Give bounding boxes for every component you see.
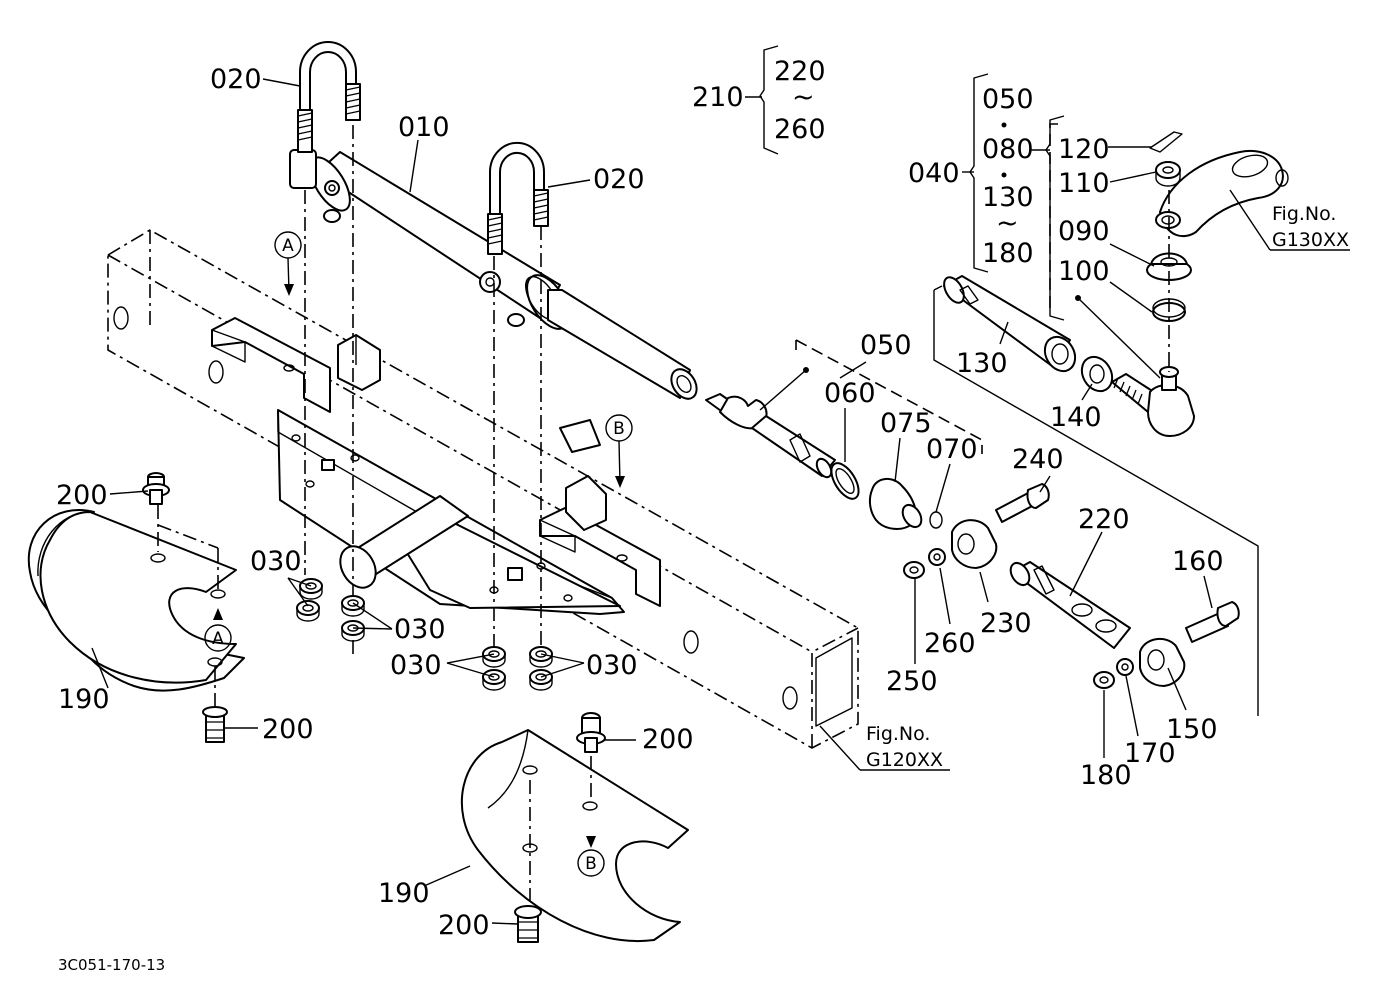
callout-200-b: 200 [262, 714, 314, 745]
callout-190-b: 190 [378, 878, 430, 909]
u-bolt-centerlines [304, 125, 542, 655]
group-040-b: 080 [982, 134, 1034, 165]
leader-lines [91, 78, 1350, 925]
callout-130: 130 [956, 348, 1008, 379]
callout-200-a: 200 [56, 480, 108, 511]
marker-a-top: A [274, 231, 302, 296]
svg-text:A: A [212, 629, 224, 649]
tie-rod-130 [943, 275, 1077, 373]
callout-030-a: 030 [250, 546, 302, 577]
callout-120: 120 [1058, 134, 1110, 165]
callout-240: 240 [1012, 444, 1064, 475]
callout-090: 090 [1058, 216, 1110, 247]
svg-text:A: A [282, 236, 294, 256]
steering-cylinder [289, 149, 698, 400]
nut-140 [1080, 355, 1114, 393]
fig-ref-g130xx: Fig.No. G130XX [1272, 203, 1349, 251]
marker-b-bottom: B [577, 836, 605, 877]
callout-160: 160 [1172, 546, 1224, 577]
marker-b-top: B [605, 414, 633, 488]
tie-rod-220 [1009, 561, 1131, 649]
brace-040 [969, 73, 989, 273]
nut-110 [1155, 161, 1181, 187]
callout-030-b: 030 [394, 614, 446, 645]
guard-bottom [460, 729, 689, 942]
bolt-200-d [514, 905, 542, 943]
callout-030-d: 030 [586, 650, 638, 681]
callout-050: 050 [860, 330, 912, 361]
front-axle-frame [107, 229, 859, 749]
inner-tie-rod [705, 393, 943, 530]
callouts: 020 010 020 210 220 ~ 260 040 050 080 13… [56, 56, 1224, 941]
group-210-from: 220 [774, 56, 826, 87]
kit-050-bracket [795, 339, 983, 454]
cotter-pin-120 [1149, 131, 1183, 153]
guard-bottom-dash [529, 756, 592, 905]
callout-075: 075 [880, 408, 932, 439]
diagram-code: 3C051-170-13 [58, 956, 165, 974]
axle-bracket-left [211, 317, 381, 413]
svg-text:G130XX: G130XX [1272, 229, 1349, 251]
guard-left [27, 509, 245, 692]
callout-070: 070 [926, 434, 978, 465]
callout-250: 250 [886, 666, 938, 697]
callout-040: 040 [908, 158, 960, 189]
ball-joint-end [1111, 366, 1195, 437]
u-bolt-right [487, 142, 549, 255]
svg-text:Fig.No.: Fig.No. [866, 723, 930, 745]
group-040-d: 180 [982, 238, 1034, 269]
callout-140: 140 [1050, 402, 1102, 433]
callout-020-b: 020 [593, 164, 645, 195]
callout-060: 060 [824, 378, 876, 409]
group-210-tilde: ~ [792, 82, 815, 113]
svg-text:G120XX: G120XX [866, 749, 943, 771]
callout-150: 150 [1166, 714, 1218, 745]
kit-210-bracket [933, 285, 1259, 716]
tie-rod-end-150 [1093, 601, 1240, 689]
callout-170: 170 [1124, 738, 1176, 769]
knuckle-arm [1155, 150, 1289, 238]
brace-120 [1045, 115, 1065, 321]
marker-a-left: A [204, 608, 232, 652]
callout-220: 220 [1078, 504, 1130, 535]
bolt-200-c [576, 712, 606, 753]
u-bolt-left [297, 41, 361, 153]
callout-110: 110 [1058, 168, 1110, 199]
callout-010: 010 [398, 112, 450, 143]
callout-100: 100 [1058, 256, 1110, 287]
svg-text:B: B [613, 419, 625, 439]
callout-230: 230 [980, 608, 1032, 639]
callout-210: 210 [692, 82, 744, 113]
callout-020-a: 020 [210, 64, 262, 95]
group-040-a: 050 [982, 84, 1034, 115]
group-040-tilde: ~ [996, 208, 1019, 239]
group-210-to: 260 [774, 114, 826, 145]
callout-030-c: 030 [390, 650, 442, 681]
kit-040-bracket [1049, 123, 1058, 310]
callout-190-a: 190 [58, 684, 110, 715]
pivot-shaft [339, 419, 601, 589]
guard-left-dash [157, 505, 219, 706]
bolt-200-b [202, 706, 228, 743]
callout-180: 180 [1080, 760, 1132, 791]
brace-210 [759, 45, 779, 155]
axle-bracket-right [539, 475, 661, 607]
callout-200-d: 200 [438, 910, 490, 941]
callout-260: 260 [924, 628, 976, 659]
tie-rod-end-230 [903, 519, 998, 579]
svg-text:B: B [585, 854, 597, 874]
bolt-240 [995, 483, 1050, 523]
callout-200-c: 200 [642, 724, 694, 755]
fig-ref-g120xx: Fig.No. G120XX [866, 723, 943, 771]
svg-text:Fig.No.: Fig.No. [1272, 203, 1336, 225]
bolt-200-a [142, 472, 170, 505]
group-040-c: 130 [982, 182, 1034, 213]
